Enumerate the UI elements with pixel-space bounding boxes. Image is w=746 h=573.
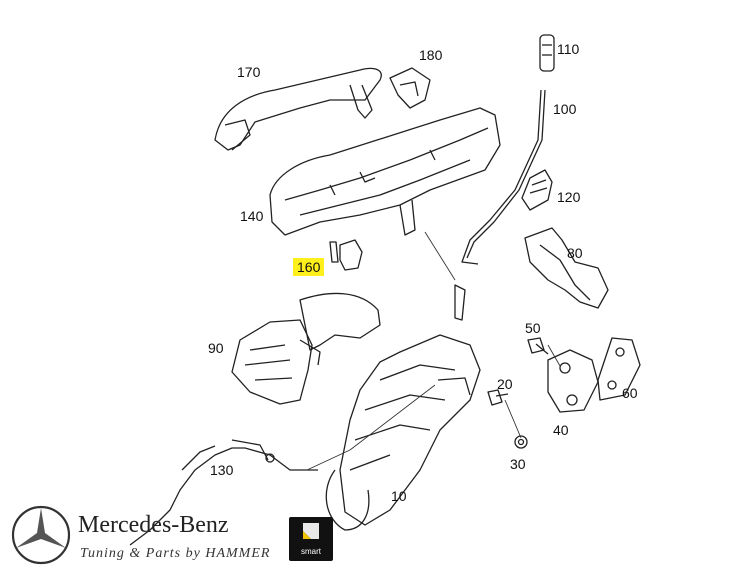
brand-name: Mercedes-Benz: [78, 512, 229, 538]
screw-part-20: [487, 389, 509, 406]
part-number-180: 180: [419, 47, 443, 63]
part-number-40: 40: [553, 422, 569, 438]
part-number-90: 90: [208, 340, 224, 356]
part-number-120: 120: [557, 189, 581, 205]
striker-part-40: [547, 349, 599, 413]
part-number-50: 50: [525, 320, 541, 336]
brand-tagline: Tuning & Parts by HAMMER: [80, 546, 271, 561]
clip-part-160: [329, 239, 363, 271]
smart-logo-icon: [303, 523, 319, 539]
lock-assembly-part-10: [325, 284, 481, 531]
rod-part-100: [461, 89, 546, 265]
part-number-30: 30: [510, 456, 526, 472]
screw-part-50: [527, 337, 549, 355]
part-number-10: 10: [391, 488, 407, 504]
part-number-60: 60: [622, 385, 638, 401]
mercedes-star-icon: [11, 505, 71, 565]
part-number-130: 130: [210, 462, 234, 478]
part-number-160: 160: [293, 258, 325, 276]
mercedes-brand-block: Mercedes-Benz Tuning & Parts by HAMMER: [10, 500, 280, 570]
part-number-170: 170: [237, 64, 261, 80]
door-handle-part: [214, 67, 382, 151]
cable-part-130: [129, 439, 318, 546]
part-number-110: 110: [557, 41, 580, 57]
part-number-100: 100: [553, 101, 577, 117]
clip-part-180: [389, 67, 431, 109]
cover-part-80: [524, 227, 609, 309]
plate-part-60: [597, 337, 641, 401]
grommet-part-120: [521, 169, 553, 211]
part-number-140: 140: [240, 208, 264, 224]
cap-part-110: [539, 34, 555, 72]
bracket-part-90: [231, 292, 381, 405]
nut-part-30: [514, 435, 528, 449]
smart-logo-text: smart: [301, 547, 321, 556]
smart-logo: smart: [289, 517, 333, 561]
part-number-20: 20: [497, 376, 513, 392]
part-number-80: 80: [567, 245, 583, 261]
handle-carrier-part-140: [269, 107, 501, 236]
